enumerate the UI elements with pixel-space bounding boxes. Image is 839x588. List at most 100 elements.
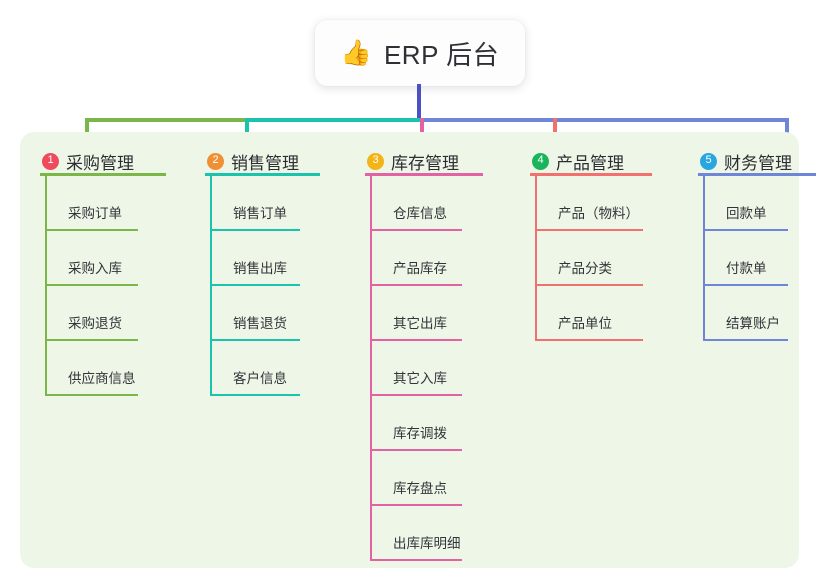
branch-badge-5: 5 bbox=[700, 152, 717, 170]
list-item-label: 销售出库 bbox=[233, 261, 287, 276]
list-item[interactable]: 采购订单 bbox=[40, 176, 190, 231]
list-item[interactable]: 客户信息 bbox=[205, 341, 350, 396]
list-item[interactable]: 销售出库 bbox=[205, 231, 350, 286]
list-item-rule bbox=[535, 229, 643, 231]
branch-header-3[interactable]: 3 库存管理 bbox=[365, 146, 483, 176]
list-item-label: 结算账户 bbox=[726, 316, 780, 331]
list-item[interactable]: 回款单 bbox=[698, 176, 838, 231]
list-item-rule bbox=[45, 229, 138, 231]
list-item-rule bbox=[370, 504, 462, 506]
branch-item-list-1: 采购订单采购入库采购退货供应商信息 bbox=[40, 176, 190, 396]
list-item-rule bbox=[370, 229, 462, 231]
root-stem bbox=[417, 84, 421, 122]
list-item-rule bbox=[535, 339, 643, 341]
list-item-rule bbox=[45, 284, 138, 286]
list-item-rule bbox=[210, 229, 300, 231]
list-item-rule bbox=[703, 339, 788, 341]
branch-header-rule-3 bbox=[365, 173, 483, 176]
list-item[interactable]: 产品分类 bbox=[530, 231, 680, 286]
list-item-label: 供应商信息 bbox=[68, 371, 136, 386]
list-item[interactable]: 产品单位 bbox=[530, 286, 680, 341]
branch-spine-1 bbox=[45, 176, 47, 396]
branch-header-rule-4 bbox=[530, 173, 652, 176]
branch-header-5[interactable]: 5 财务管理 bbox=[698, 146, 816, 176]
list-item-label: 付款单 bbox=[726, 261, 767, 276]
branch-column-3: 3 库存管理仓库信息产品库存其它出库其它入库库存调拨库存盘点出库库明细 bbox=[365, 146, 510, 561]
list-item-label: 采购入库 bbox=[68, 261, 122, 276]
list-item[interactable]: 采购入库 bbox=[40, 231, 190, 286]
list-item-rule bbox=[210, 284, 300, 286]
list-item-rule bbox=[703, 284, 788, 286]
branch-header-2[interactable]: 2 销售管理 bbox=[205, 146, 320, 176]
list-item-label: 库存调拨 bbox=[393, 426, 447, 441]
branch-item-list-4: 产品（物料） 产品分类产品单位 bbox=[530, 176, 680, 341]
list-item[interactable]: 采购退货 bbox=[40, 286, 190, 341]
list-item-rule bbox=[45, 394, 138, 396]
list-item-rule bbox=[210, 339, 300, 341]
list-item-label: 仓库信息 bbox=[393, 206, 447, 221]
branch-header-rule-5 bbox=[698, 173, 816, 176]
list-item[interactable]: 结算账户 bbox=[698, 286, 838, 341]
list-item-rule bbox=[370, 339, 462, 341]
branch-title-3: 库存管理 bbox=[391, 153, 459, 173]
list-item[interactable]: 仓库信息 bbox=[365, 176, 510, 231]
list-item[interactable]: 付款单 bbox=[698, 231, 838, 286]
list-item-rule bbox=[370, 449, 462, 451]
list-item-label: 产品单位 bbox=[558, 316, 612, 331]
list-item-label: 产品分类 bbox=[558, 261, 612, 276]
list-item[interactable]: 供应商信息 bbox=[40, 341, 190, 396]
list-item-rule bbox=[703, 229, 788, 231]
branch-item-list-5: 回款单付款单结算账户 bbox=[698, 176, 838, 341]
branch-item-list-2: 销售订单销售出库销售退货客户信息 bbox=[205, 176, 350, 396]
branches-panel: 1 采购管理采购订单采购入库采购退货供应商信息 2 销售管理销售订单销售出库销售退货客… bbox=[20, 132, 816, 568]
branch-spine-4 bbox=[535, 176, 537, 341]
list-item-label: 采购订单 bbox=[68, 206, 122, 221]
list-item[interactable]: 其它出库 bbox=[365, 286, 510, 341]
branch-badge-2: 2 bbox=[207, 152, 224, 170]
thumbs-up-icon: 👍 bbox=[340, 38, 372, 67]
list-item-label: 产品库存 bbox=[393, 261, 447, 276]
branch-badge-3: 3 bbox=[367, 152, 384, 170]
list-item[interactable]: 其它入库 bbox=[365, 341, 510, 396]
list-item[interactable]: 产品（物料） bbox=[530, 176, 680, 231]
list-item-rule bbox=[535, 284, 643, 286]
root-node[interactable]: 👍 ERP 后台 bbox=[315, 20, 525, 86]
list-item-label: 销售退货 bbox=[233, 316, 287, 331]
branch-spine-5 bbox=[703, 176, 705, 341]
branch-header-1[interactable]: 1 采购管理 bbox=[40, 146, 166, 176]
list-item-label: 销售订单 bbox=[233, 206, 287, 221]
list-item-rule bbox=[370, 284, 462, 286]
list-item-label: 产品（物料） bbox=[558, 206, 639, 221]
branch-header-rule-1 bbox=[40, 173, 166, 176]
list-item[interactable]: 库存盘点 bbox=[365, 451, 510, 506]
list-item-rule bbox=[45, 339, 138, 341]
branch-column-1: 1 采购管理采购订单采购入库采购退货供应商信息 bbox=[40, 146, 190, 396]
list-item[interactable]: 出库库明细 bbox=[365, 506, 510, 561]
list-item-label: 其它出库 bbox=[393, 316, 447, 331]
branch-title-2: 销售管理 bbox=[231, 153, 299, 173]
list-item-label: 库存盘点 bbox=[393, 481, 447, 496]
branch-column-5: 5 财务管理回款单付款单结算账户 bbox=[698, 146, 838, 341]
connector-hbar-1 bbox=[85, 118, 245, 122]
list-item[interactable]: 产品库存 bbox=[365, 231, 510, 286]
list-item[interactable]: 销售退货 bbox=[205, 286, 350, 341]
list-item-rule bbox=[210, 394, 300, 396]
branch-header-rule-2 bbox=[205, 173, 320, 176]
branch-title-1: 采购管理 bbox=[66, 153, 134, 173]
list-item-label: 客户信息 bbox=[233, 371, 287, 386]
branch-title-5: 财务管理 bbox=[724, 153, 792, 173]
branch-spine-3 bbox=[370, 176, 372, 561]
list-item-rule bbox=[370, 559, 462, 561]
branch-badge-1: 1 bbox=[42, 152, 59, 170]
root-node-title: ERP 后台 bbox=[383, 39, 500, 70]
branch-badge-4: 4 bbox=[532, 152, 549, 170]
list-item-rule bbox=[370, 394, 462, 396]
list-item[interactable]: 销售订单 bbox=[205, 176, 350, 231]
connector-hbar-2 bbox=[245, 118, 420, 122]
list-item-label: 其它入库 bbox=[393, 371, 447, 386]
connector-hbar-3 bbox=[420, 118, 789, 122]
list-item[interactable]: 库存调拨 bbox=[365, 396, 510, 451]
